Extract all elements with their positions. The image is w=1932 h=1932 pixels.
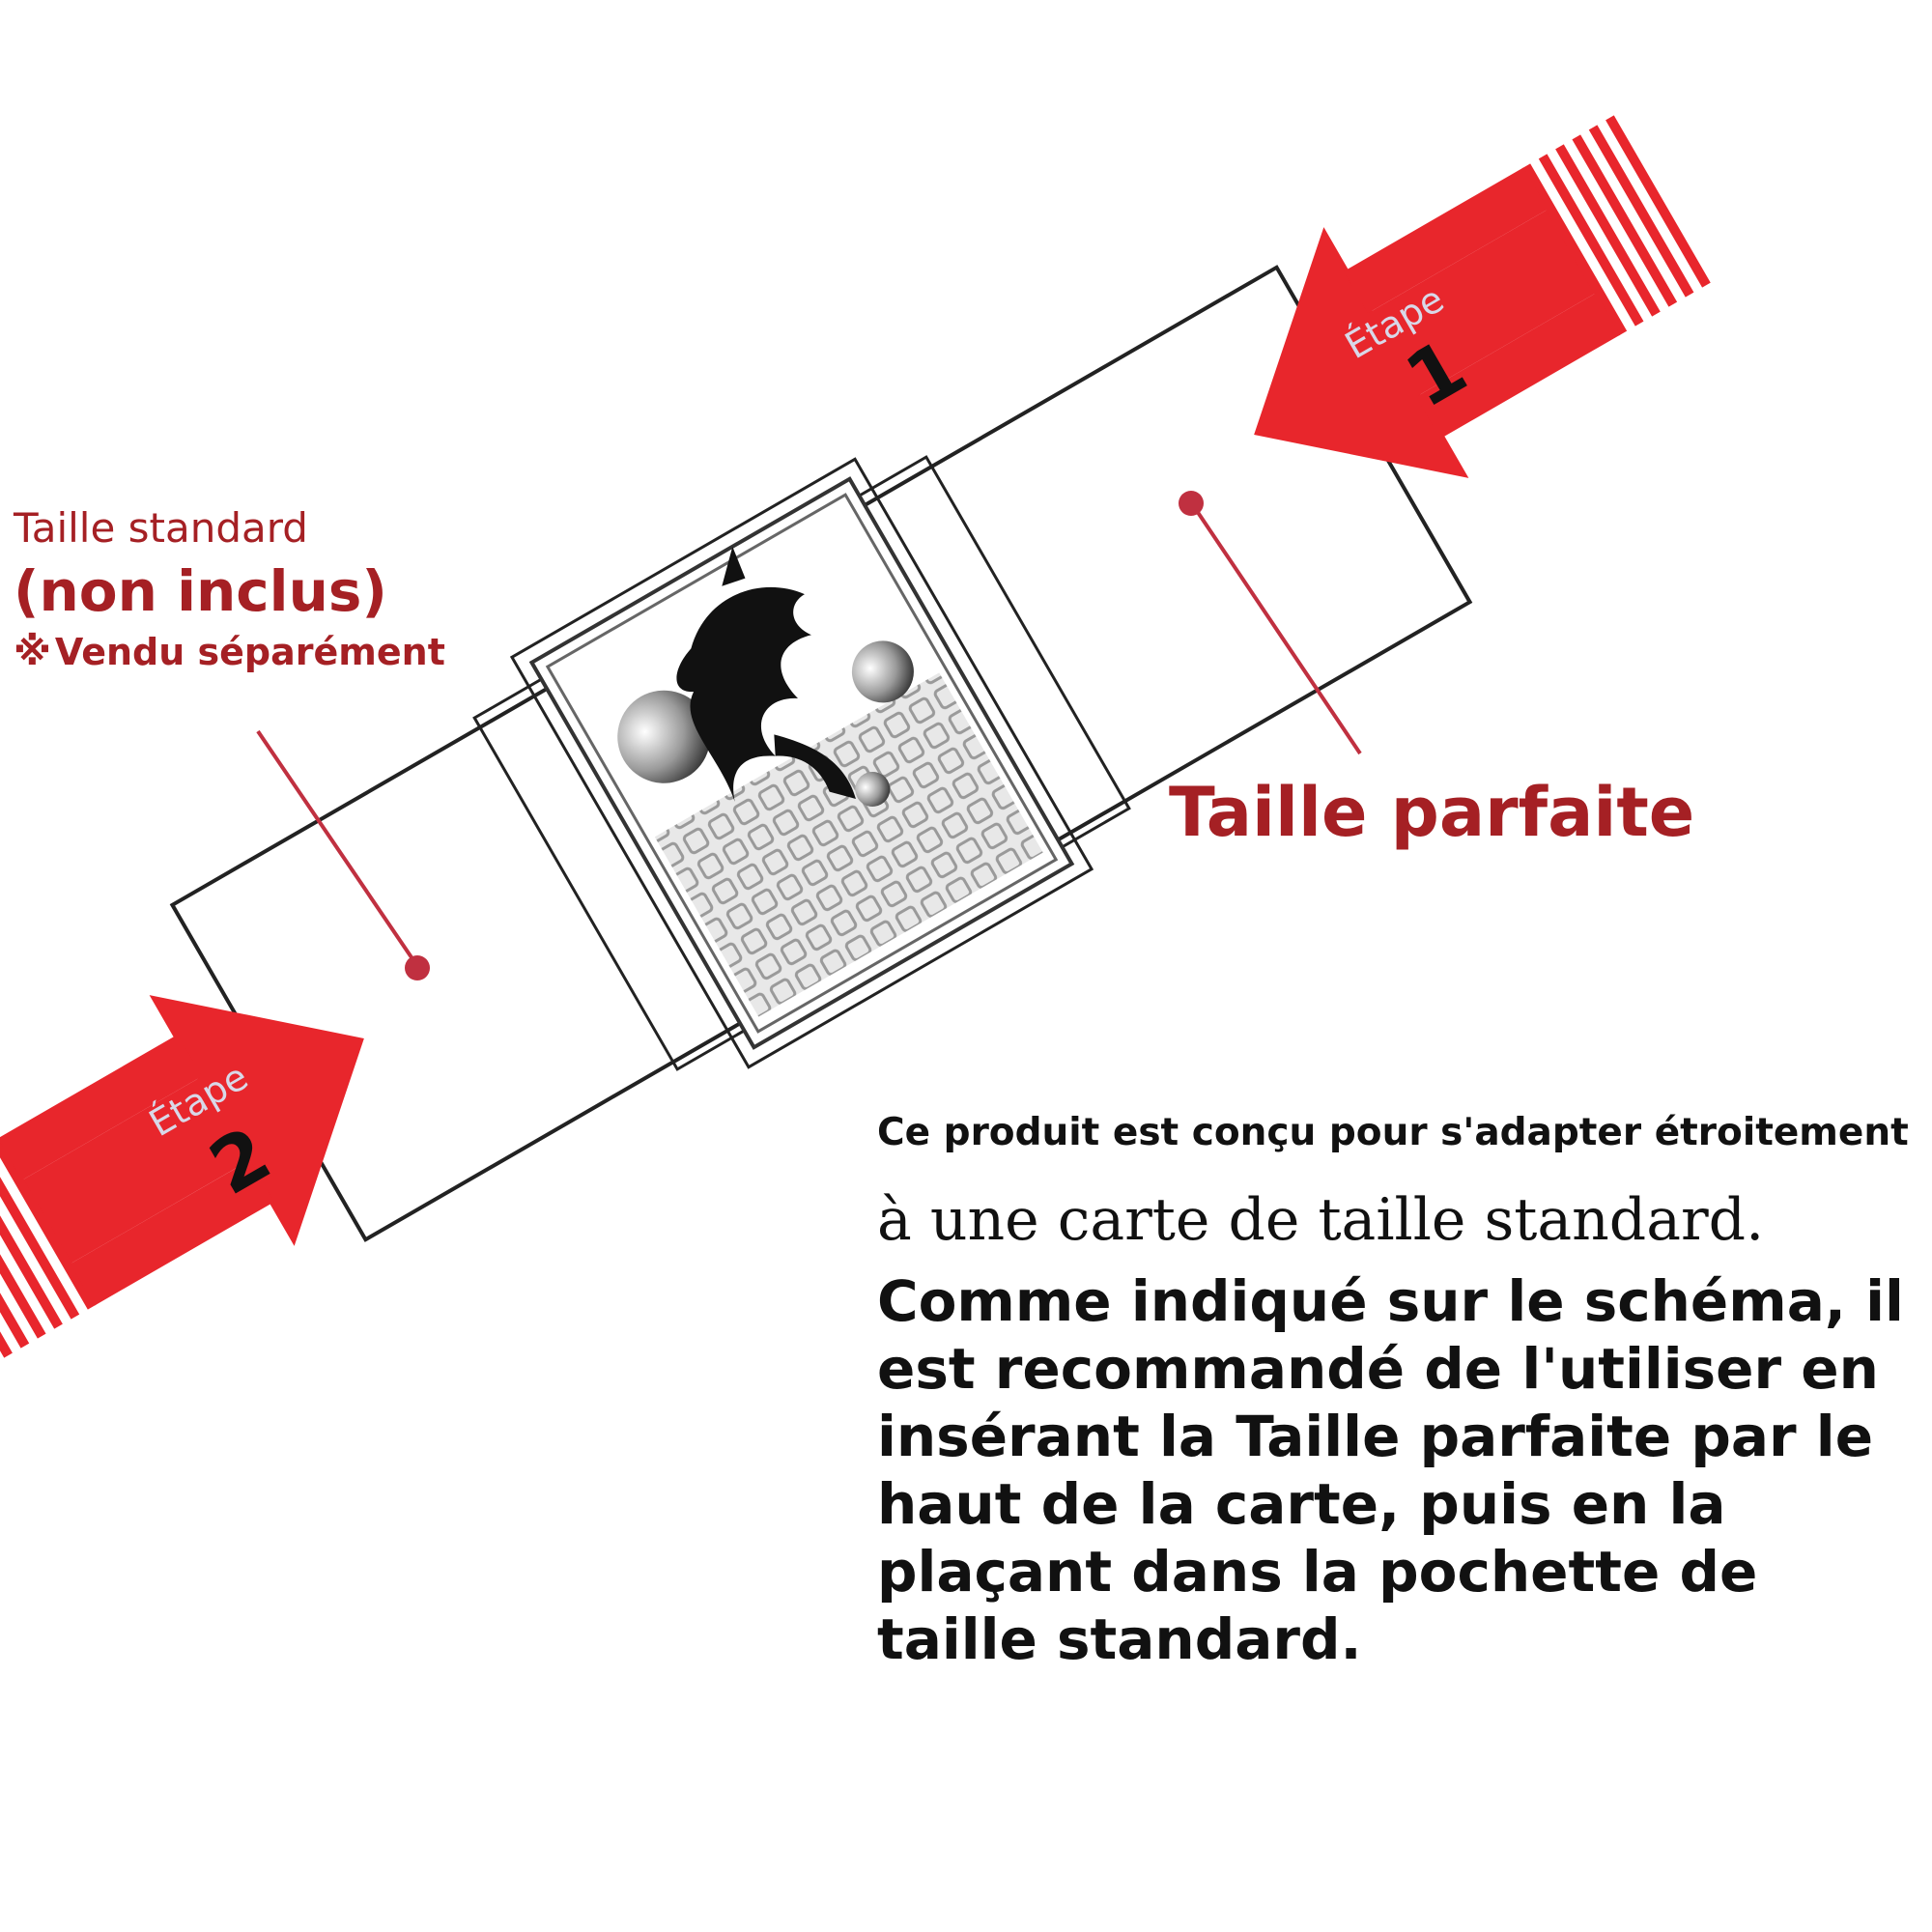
indicator-standard	[256, 729, 430, 980]
perfect-size-label: Taille parfaite	[1169, 773, 1695, 852]
orb	[617, 690, 711, 783]
reference-mark-icon: ※	[14, 630, 51, 674]
perfect-sleeve-outer	[509, 457, 1094, 1069]
orb	[855, 771, 891, 807]
step-1-arrow	[1254, 115, 1711, 478]
indicator-perfect	[1179, 491, 1362, 755]
dragon-icon	[676, 546, 856, 802]
step-2-arrow	[0, 995, 364, 1358]
not-included-label: (non inclus)	[14, 558, 387, 624]
sold-separately-text: Vendu séparément	[54, 631, 445, 673]
sold-separately-label: ※Vendu séparément	[14, 630, 445, 674]
card-stack	[472, 455, 1131, 1071]
orb	[851, 640, 914, 703]
description-line-2: à une carte de taille standard.	[877, 1186, 1765, 1254]
description-line-1: Ce produit est conçu pour s'adapter étro…	[877, 1111, 1909, 1154]
description-paragraph: Comme indiqué sur le schéma, il est reco…	[877, 1268, 1904, 1672]
standard-size-label: Taille standard	[14, 504, 308, 552]
